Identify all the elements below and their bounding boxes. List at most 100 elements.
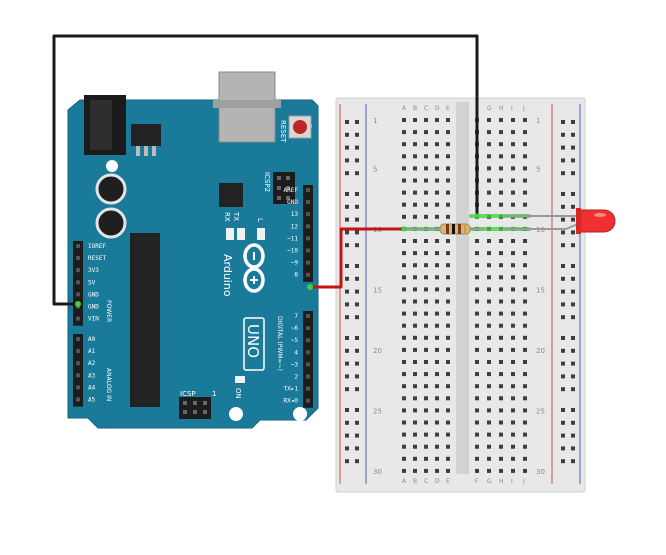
breadboard-hole bbox=[402, 444, 406, 449]
breadboard-hole bbox=[499, 384, 503, 389]
header-pin[interactable] bbox=[306, 398, 310, 403]
resistor-band bbox=[452, 224, 455, 234]
header-pin[interactable] bbox=[76, 280, 80, 285]
row-number: 1 bbox=[536, 117, 540, 125]
rail-hole bbox=[561, 230, 565, 235]
header-pin[interactable] bbox=[76, 316, 80, 321]
breadboard-hole bbox=[413, 432, 417, 437]
breadboard-hole bbox=[446, 360, 450, 364]
header-pin[interactable] bbox=[76, 349, 80, 354]
rail-hole bbox=[561, 459, 565, 464]
column-letter: A bbox=[402, 105, 407, 112]
header-pin[interactable] bbox=[306, 314, 310, 318]
regulator-pin bbox=[152, 146, 156, 156]
header-pin[interactable] bbox=[306, 200, 310, 205]
breadboard-hole bbox=[435, 432, 439, 437]
icsp2-pin[interactable] bbox=[277, 176, 281, 180]
rail-hole bbox=[355, 336, 359, 340]
breadboard-hole bbox=[402, 311, 406, 316]
led-rim bbox=[576, 208, 581, 234]
rail-hole bbox=[561, 446, 565, 451]
icsp-pin[interactable] bbox=[203, 410, 207, 414]
header-pin[interactable] bbox=[76, 337, 80, 341]
header-pin[interactable] bbox=[306, 248, 310, 253]
reset-button-cap[interactable] bbox=[293, 120, 307, 134]
breadboard-hole bbox=[402, 360, 406, 364]
breadboard-hole bbox=[523, 118, 527, 122]
rail-hole bbox=[571, 276, 575, 281]
header-pin[interactable] bbox=[306, 386, 310, 391]
breadboard-hole bbox=[424, 347, 428, 352]
breadboard-hole bbox=[424, 190, 428, 195]
breadboard-hole bbox=[402, 190, 406, 195]
icsp-pin[interactable] bbox=[183, 410, 187, 414]
breadboard-hole bbox=[475, 384, 479, 389]
breadboard-hole bbox=[402, 202, 406, 207]
header-pin[interactable] bbox=[306, 374, 310, 379]
breadboard-hole bbox=[402, 420, 406, 425]
rail-hole bbox=[571, 204, 575, 209]
icsp-pin[interactable] bbox=[193, 410, 197, 414]
icsp-pin[interactable] bbox=[203, 401, 207, 405]
breadboard-hole bbox=[499, 335, 503, 340]
rail-hole bbox=[571, 408, 575, 412]
breadboard-hole bbox=[487, 468, 491, 473]
breadboard-hole bbox=[413, 335, 417, 340]
icsp2-pin[interactable] bbox=[277, 196, 281, 200]
breadboard-hole bbox=[446, 287, 450, 292]
icsp2-pin[interactable] bbox=[286, 196, 290, 200]
icsp2-pin[interactable] bbox=[286, 186, 290, 190]
dc-power-jack-inner bbox=[90, 100, 112, 150]
header-pin[interactable] bbox=[306, 260, 310, 265]
rail-hole bbox=[345, 408, 349, 412]
header-pin[interactable] bbox=[76, 373, 80, 378]
header-pin[interactable] bbox=[306, 350, 310, 355]
header-pin[interactable] bbox=[306, 362, 310, 367]
breadboard-hole bbox=[499, 456, 503, 461]
header-pin[interactable] bbox=[76, 397, 80, 402]
wire-endpoint bbox=[307, 284, 313, 290]
breadboard-hole bbox=[446, 408, 450, 413]
header-pin[interactable] bbox=[76, 385, 80, 390]
header-pin[interactable] bbox=[306, 236, 310, 241]
breadboard-hole bbox=[499, 360, 503, 364]
breadboard-hole bbox=[424, 178, 428, 183]
header-pin[interactable] bbox=[76, 292, 80, 297]
rail-hole bbox=[355, 459, 359, 464]
pin-label: GND bbox=[88, 291, 99, 298]
breadboard-hole bbox=[499, 251, 503, 256]
icsp-pin[interactable] bbox=[183, 401, 187, 405]
breadboard-hole bbox=[424, 311, 428, 316]
breadboard-hole bbox=[424, 214, 428, 219]
rail-hole bbox=[355, 217, 359, 222]
rail-hole bbox=[355, 374, 359, 379]
breadboard-hole bbox=[446, 335, 450, 340]
header-pin[interactable] bbox=[306, 212, 310, 217]
header-pin[interactable] bbox=[306, 326, 310, 331]
breadboard-hole bbox=[413, 202, 417, 207]
wire-endpoint bbox=[401, 226, 407, 232]
header-pin[interactable] bbox=[306, 272, 310, 277]
icsp2-pin[interactable] bbox=[286, 176, 290, 180]
breadboard-hole bbox=[487, 142, 491, 147]
header-pin[interactable] bbox=[306, 338, 310, 343]
breadboard-hole bbox=[499, 468, 503, 473]
breadboard-hole bbox=[435, 323, 439, 328]
pin-label: ~9 bbox=[291, 260, 299, 267]
header-pin[interactable] bbox=[76, 361, 80, 366]
breadboard-hole bbox=[511, 347, 515, 352]
rail-hole bbox=[561, 217, 565, 222]
header-pin[interactable] bbox=[306, 224, 310, 229]
breadboard-hole bbox=[413, 239, 417, 243]
breadboard-hole bbox=[413, 118, 417, 122]
rail-hole bbox=[561, 315, 565, 320]
icsp-pin[interactable] bbox=[193, 401, 197, 405]
header-pin[interactable] bbox=[306, 188, 310, 192]
header-pin[interactable] bbox=[76, 268, 80, 273]
header-pin[interactable] bbox=[76, 244, 80, 248]
header-pin[interactable] bbox=[76, 256, 80, 261]
icsp2-pin[interactable] bbox=[277, 186, 281, 190]
breadboard-hole bbox=[523, 299, 527, 304]
